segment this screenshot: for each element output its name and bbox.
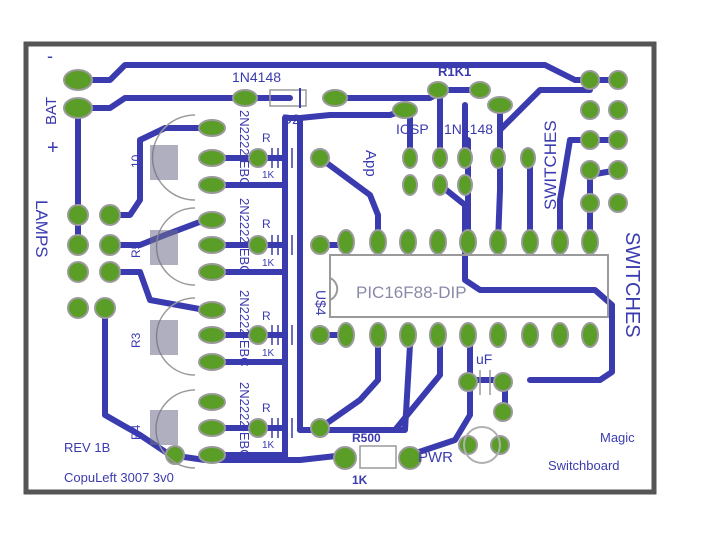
u4-label: U$4	[313, 290, 329, 316]
board-name-line2: Switchboard	[548, 458, 620, 473]
r3-value: 1K	[262, 348, 275, 359]
switches-silk-label: SWITCHES	[541, 120, 560, 210]
pic-chip	[329, 254, 609, 318]
r4-value: 1K	[262, 440, 275, 451]
board-name-line1: Magic	[600, 430, 635, 445]
lamps-label: LAMPS	[32, 200, 51, 258]
q2-label: 2N2222-EBC	[237, 198, 252, 275]
q1-label: 2N2222-EBC	[237, 110, 252, 187]
d2-label: D2	[282, 111, 300, 127]
icsp-label: ICSP	[396, 121, 429, 137]
board-outline	[23, 41, 657, 495]
r500-label: R500	[352, 431, 381, 445]
q3-label: 2N2222-EBC	[237, 290, 252, 367]
q4-label: 2N2222-EBC	[237, 382, 252, 459]
r1-label: R	[262, 131, 271, 145]
r-side-1: 10	[129, 154, 143, 168]
copyleft-label: CopuLeft 3007 3v0	[64, 470, 174, 485]
r-side-3: R3	[129, 332, 143, 348]
r2-label: R	[262, 217, 271, 231]
app-label: App	[362, 150, 379, 177]
r1k1-label: R1K1	[438, 64, 471, 79]
pads	[63, 69, 628, 470]
r3-label: R	[262, 309, 271, 323]
pwr-label: PWR	[418, 449, 453, 466]
r-side-2: R5	[129, 242, 143, 258]
r4-label: R	[262, 401, 271, 415]
bat-plus-label: +	[47, 137, 59, 159]
rev-label: REV 1B	[64, 440, 110, 455]
pic-label: PIC16F88-DIP	[356, 283, 467, 302]
diode-mid-label: 1N4148	[444, 121, 493, 137]
r1-value: 1K	[262, 170, 275, 181]
diode-top-label: 1N4148	[232, 69, 281, 85]
bat-label: BAT	[43, 97, 60, 125]
bat-minus-label: -	[47, 46, 53, 66]
r-side-4: R4	[129, 424, 143, 440]
uf-label: uF	[476, 351, 492, 367]
switches-big-label: SWITCHES	[621, 232, 643, 338]
silkscreen	[150, 88, 501, 469]
one-k-label: 1K	[352, 473, 368, 487]
r2-value: 1K	[262, 258, 275, 269]
